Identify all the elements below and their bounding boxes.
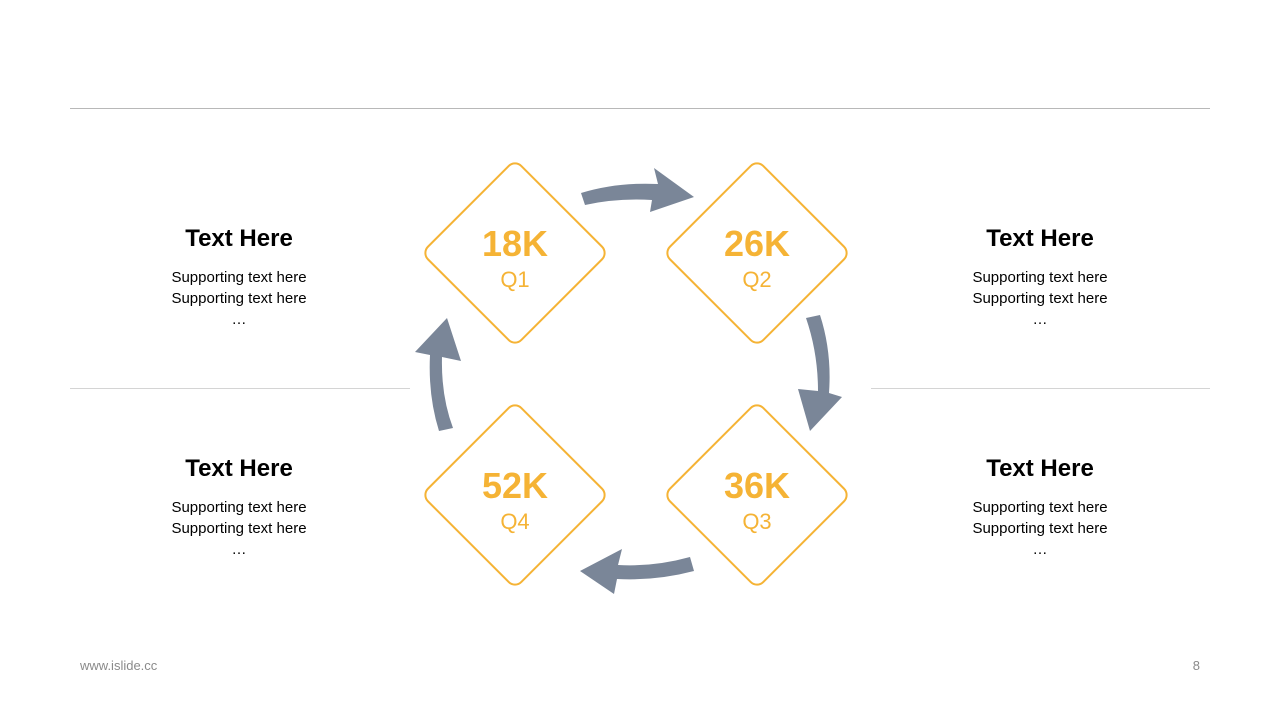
text-block-top-right: Text Here Supporting text here Supportin… (890, 225, 1190, 330)
diamond-shape (666, 162, 848, 344)
quarter-value: 52K (482, 465, 548, 506)
supporting-text: Supporting text here (972, 520, 1108, 537)
text-block-bottom-right: Text Here Supporting text here Supportin… (890, 455, 1190, 560)
diamond-shape (424, 162, 606, 344)
diamond-shape (424, 404, 606, 586)
ellipsis: … (1032, 541, 1048, 558)
quarter-value: 36K (724, 465, 790, 506)
supporting-text: Supporting text here (171, 499, 307, 516)
arrow-up-icon (415, 318, 461, 431)
right-divider (871, 388, 1210, 389)
quarter-label: Q4 (500, 509, 529, 534)
arrow-left-icon (580, 549, 694, 594)
quarter-node-q3: 36K Q3 (666, 404, 848, 586)
cycle-arrows (415, 168, 842, 594)
text-block-top-left: Text Here Supporting text here Supportin… (89, 225, 389, 330)
arrow-down-icon (798, 315, 842, 431)
quarter-node-q4: 52K Q4 (424, 404, 606, 586)
diamond-shape (666, 404, 848, 586)
left-divider (70, 388, 410, 389)
supporting-text: Supporting text here (972, 290, 1108, 307)
block-title: Text Here (986, 225, 1094, 252)
quarter-label: Q1 (500, 267, 529, 292)
quarter-label: Q3 (742, 509, 771, 534)
block-title: Text Here (986, 455, 1094, 482)
ellipsis: … (231, 541, 247, 558)
supporting-text: Supporting text here (171, 290, 307, 307)
quarter-value: 26K (724, 223, 790, 264)
supporting-text: Supporting text here (171, 520, 307, 537)
supporting-text: Supporting text here (972, 499, 1108, 516)
quarter-value: 18K (482, 223, 548, 264)
ellipsis: … (1032, 311, 1048, 328)
supporting-text: Supporting text here (972, 269, 1108, 286)
supporting-text: Supporting text here (171, 269, 307, 286)
block-title: Text Here (185, 455, 293, 482)
text-block-bottom-left: Text Here Supporting text here Supportin… (89, 455, 389, 560)
quarter-label: Q2 (742, 267, 771, 292)
page-number: 8 (1192, 658, 1200, 673)
quarter-node-q1: 18K Q1 (424, 162, 606, 344)
block-title: Text Here (185, 225, 293, 252)
top-divider (70, 108, 1210, 109)
ellipsis: … (231, 311, 247, 328)
arrow-right-icon (581, 168, 694, 212)
footer-url: www.islide.cc (80, 658, 158, 673)
quarter-node-q2: 26K Q2 (666, 162, 848, 344)
